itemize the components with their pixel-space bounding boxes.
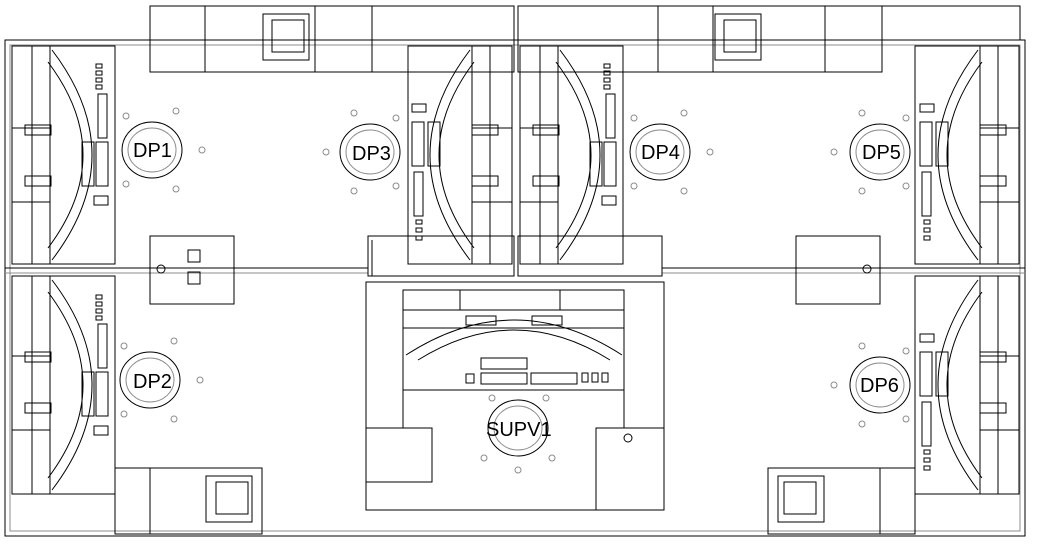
desk-dp1 [11,45,116,265]
chair-supv1 [480,394,556,474]
station-label-dp4: DP4 [641,142,680,164]
right-side-tables [767,235,916,535]
desk-dp3 [367,45,515,277]
desk-dp2 [11,275,116,495]
top-storage-row [149,5,1021,73]
station-label-dp5: DP5 [862,142,901,164]
chair-dp5 [830,109,911,195]
desk-dp5 [914,45,1020,265]
station-label-dp6: DP6 [860,375,899,397]
chair-dp1 [121,107,206,193]
desk-dp4 [517,45,663,277]
desk-dp6 [914,275,1020,495]
station-label-dp1: DP1 [133,140,172,162]
chair-dp6 [830,342,911,428]
station-label-supv1: SUPV1 [486,419,552,441]
station-label-dp3: DP3 [352,143,391,165]
desk-supv1 [365,281,665,511]
partition-walls [4,6,1026,537]
chair-dp2 [119,337,204,423]
chair-dp3 [322,109,401,195]
chair-dp4 [629,109,714,195]
left-side-tables [114,235,263,535]
station-label-dp2: DP2 [133,371,172,393]
